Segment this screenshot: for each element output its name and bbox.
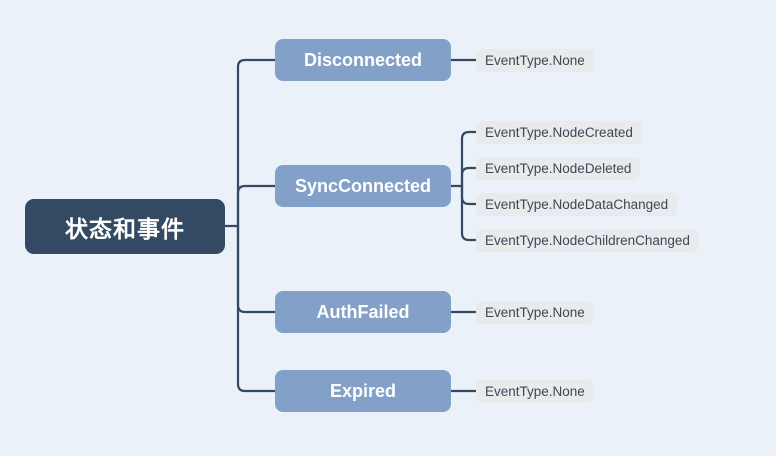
connector-syncconnected-to-nodedeleted: [460, 166, 478, 188]
connector-root-to-disconnected: [236, 58, 277, 228]
leaf-node-authfailed-none[interactable]: EventType.None: [476, 300, 594, 324]
leaf-node-nodecreated[interactable]: EventType.NodeCreated: [476, 120, 642, 144]
connector-root-to-expired: [236, 224, 277, 393]
leaf-node-nodechildrenchanged[interactable]: EventType.NodeChildrenChanged: [476, 228, 699, 252]
connector-syncconnected-to-nodedatachanged: [460, 184, 478, 206]
leaf-node-nodedeleted[interactable]: EventType.NodeDeleted: [476, 156, 641, 180]
connector-root-to-syncconnected: [236, 184, 277, 228]
connector-root-to-authfailed: [236, 224, 277, 314]
branch-node-authfailed[interactable]: AuthFailed: [275, 291, 451, 333]
leaf-node-disconnected-none[interactable]: EventType.None: [476, 48, 594, 72]
branch-node-disconnected[interactable]: Disconnected: [275, 39, 451, 81]
connector-syncconnected-to-nodecreated: [460, 130, 478, 188]
leaf-node-nodedatachanged[interactable]: EventType.NodeDataChanged: [476, 192, 678, 216]
branch-node-expired[interactable]: Expired: [275, 370, 451, 412]
branch-node-syncconnected[interactable]: SyncConnected: [275, 165, 451, 207]
leaf-node-expired-none[interactable]: EventType.None: [476, 379, 594, 403]
root-node[interactable]: 状态和事件: [25, 199, 225, 254]
connector-syncconnected-to-nodechildrenchanged: [460, 184, 478, 242]
